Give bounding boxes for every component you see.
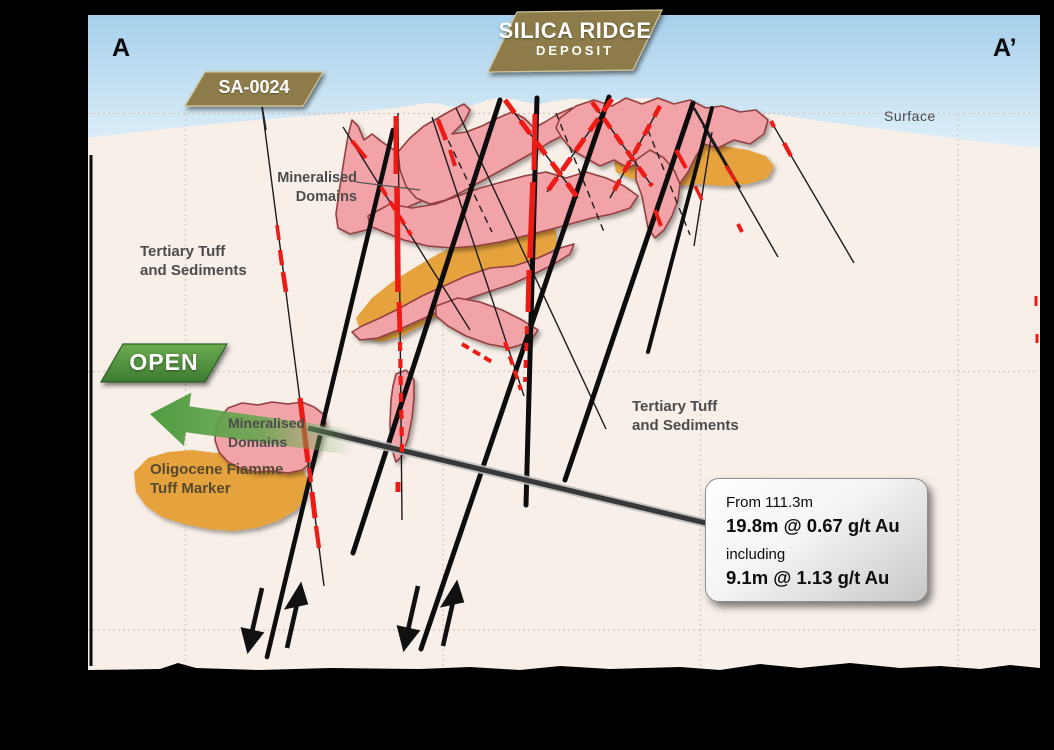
mineralised-intercepts: [275, 97, 1039, 549]
label-mineralised-domains-upper: Mineralised Domains: [277, 170, 357, 205]
bottom-torn-edge: [88, 663, 1040, 750]
callout-including-intercept: 9.1m @ 1.13 g/t Au: [726, 567, 890, 588]
section-marker-a-prime: A’: [993, 34, 1017, 62]
deposit-banner: SILICA RIDGE DEPOSIT: [490, 19, 660, 59]
deposit-title: SILICA RIDGE: [498, 18, 652, 43]
label-tertiary-tuff-left: Tertiary Tuff and Sediments: [140, 243, 247, 279]
deposit-subtitle: DEPOSIT: [535, 43, 615, 58]
label-tertiary-tuff-right: Tertiary Tuff and Sediments: [632, 398, 739, 434]
callout-intercept: 19.8m @ 0.67 g/t Au: [726, 515, 900, 536]
drillhole-id-banner: SA-0024: [218, 77, 290, 97]
sa0024-banner-shape: [183, 71, 325, 107]
deposit-banner-shape: [487, 9, 663, 73]
open-direction-arrow: [150, 392, 354, 455]
callout-including-label: including: [726, 546, 786, 563]
open-banner-label: OPEN: [129, 349, 199, 375]
fault-movement-arrows: [240, 579, 465, 655]
label-oligocene-tuff-marker: Oligocene Fiamme Tuff Marker: [150, 461, 284, 497]
intercept-callout: From 111.3m 19.8m @ 0.67 g/t Au includin…: [705, 478, 928, 602]
mineralised-leader-line: [355, 181, 421, 191]
intercept-drill-hole: [306, 423, 712, 529]
callout-from-depth: From 111.3m: [726, 494, 813, 511]
drill-holes-thick: [264, 94, 714, 660]
surface-label: Surface: [884, 108, 936, 124]
open-banner-shape: [99, 343, 229, 383]
sa0024-leader-line: [261, 105, 267, 131]
section-marker-a: A: [112, 34, 131, 62]
label-mineralised-domains-lower: Mineralised Domains: [228, 415, 306, 450]
